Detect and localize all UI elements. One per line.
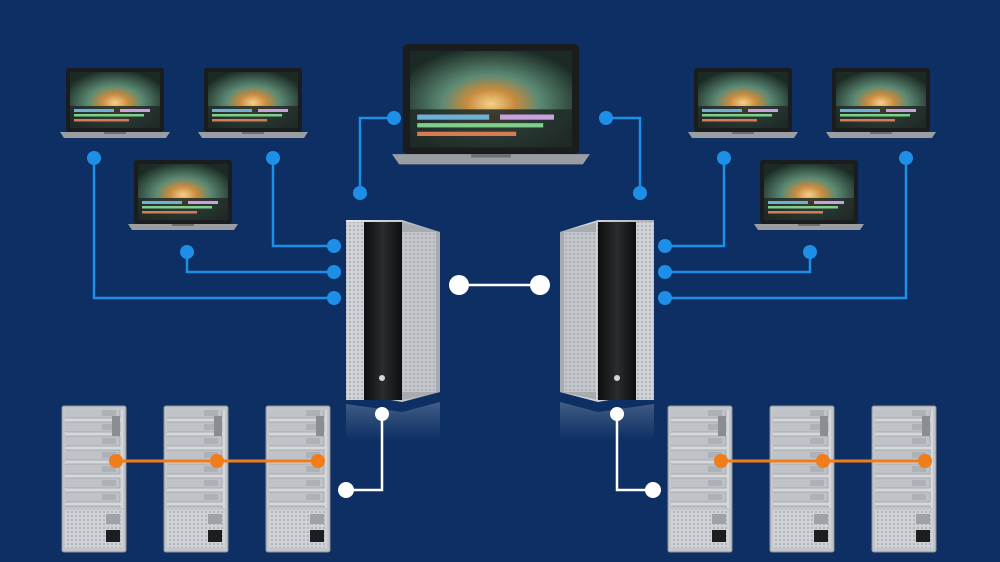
laptop-icon: [754, 160, 864, 230]
server-left: [346, 220, 440, 440]
connector-dot-icon: [714, 454, 728, 468]
connector-dot-icon: [803, 245, 817, 259]
connector-dot-icon: [658, 239, 672, 253]
link-laptop-right-3: [665, 158, 908, 300]
connector-dot-icon: [210, 454, 224, 468]
link-laptop-center-right: [606, 116, 642, 193]
connector-dot-icon: [449, 275, 469, 295]
connector-dot-icon: [266, 151, 280, 165]
laptop-icon: [198, 68, 308, 138]
connector-dot-icon: [327, 291, 341, 305]
laptop-icon: [688, 68, 798, 138]
connector-dot-icon: [599, 111, 613, 125]
connector-dot-icon: [327, 239, 341, 253]
connector-dot-icon: [327, 265, 341, 279]
raid-storage-icon: [769, 405, 835, 553]
network-connectors: [87, 111, 913, 305]
server-connectors: [338, 275, 661, 498]
connector-dot-icon: [918, 454, 932, 468]
link-laptop-right-1: [665, 158, 726, 248]
raid-storage-icon: [265, 405, 331, 553]
connector-dot-icon: [658, 291, 672, 305]
connector-dot-icon: [645, 482, 661, 498]
connector-dot-icon: [338, 482, 354, 498]
server-right: [560, 220, 654, 440]
connector-dot-icon: [717, 151, 731, 165]
raid-storage-icon: [163, 405, 229, 553]
connector-dot-icon: [180, 245, 194, 259]
link-laptop-left-2: [271, 158, 334, 248]
laptop-icon: [60, 68, 170, 138]
connector-dot-icon: [816, 454, 830, 468]
raid-storage-icon: [871, 405, 937, 553]
link-laptop-center-left: [358, 116, 394, 193]
connector-dot-icon: [658, 265, 672, 279]
connector-dot-icon: [311, 454, 325, 468]
link-laptop-left-1: [92, 158, 334, 300]
connector-dot-icon: [353, 186, 367, 200]
raid-storage-icon: [667, 405, 733, 553]
connector-dot-icon: [87, 151, 101, 165]
connector-dot-icon: [530, 275, 550, 295]
connector-dot-icon: [109, 454, 123, 468]
laptop-icon: [826, 68, 936, 138]
connector-dot-icon: [387, 111, 401, 125]
raid-storage-icon: [61, 405, 127, 553]
connector-dot-icon: [375, 407, 389, 421]
laptop-icon: [392, 44, 590, 165]
connector-dot-icon: [633, 186, 647, 200]
connector-dot-icon: [899, 151, 913, 165]
laptop-icon: [128, 160, 238, 230]
storage-connectors: [109, 454, 932, 468]
connector-dot-icon: [610, 407, 624, 421]
